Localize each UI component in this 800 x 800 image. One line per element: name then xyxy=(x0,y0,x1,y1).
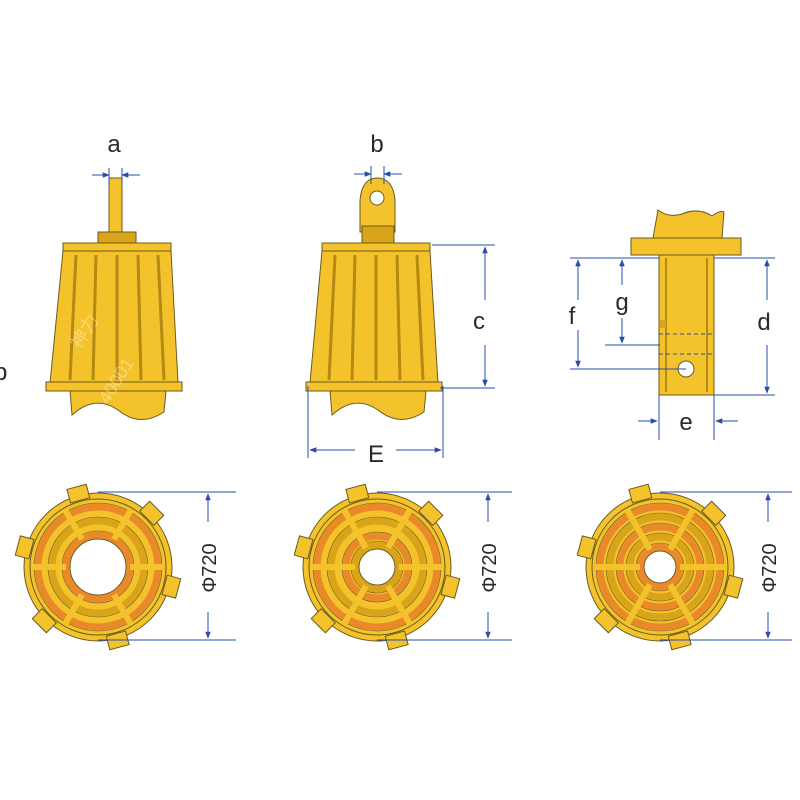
lifter-view-3 xyxy=(630,209,742,396)
ring-view-3 xyxy=(576,483,744,651)
dimension-g: g xyxy=(605,259,660,346)
ring-diameter-label: Φ720 xyxy=(479,543,501,592)
dimension-label-d: d xyxy=(757,309,770,336)
ring-dimension-2: Φ720 xyxy=(377,491,512,641)
dimension-E: E xyxy=(307,386,444,468)
dimension-d: d xyxy=(714,257,775,396)
dimension-c: c xyxy=(432,244,495,389)
ring-dimension-1: Φ720 xyxy=(98,491,236,641)
dimension-e: e xyxy=(638,395,738,440)
ring-views xyxy=(14,483,744,651)
ring-dimension-3: Φ720 xyxy=(660,491,792,641)
dimension-label-f: f xyxy=(569,303,576,330)
ring-diameter-label: Φ720 xyxy=(759,543,781,592)
dimension-label-a: a xyxy=(107,131,121,158)
ring-diameter-label: Φ720 xyxy=(199,543,221,592)
ring-view-1 xyxy=(14,483,182,651)
dimension-label-e: e xyxy=(679,409,692,436)
lifter-view-1: 神力 40001 xyxy=(45,177,183,420)
edge-label: b xyxy=(0,359,7,386)
lifter-view-2 xyxy=(305,177,443,420)
dimension-label-c: c xyxy=(473,308,485,335)
dimension-f: f xyxy=(569,257,686,370)
dimension-label-g: g xyxy=(615,289,628,316)
dimension-a: a xyxy=(92,131,140,185)
dimension-label-E: E xyxy=(368,441,384,468)
ring-view-2 xyxy=(293,483,461,651)
dimension-b: b xyxy=(354,131,402,184)
dimension-label-b: b xyxy=(370,131,383,158)
